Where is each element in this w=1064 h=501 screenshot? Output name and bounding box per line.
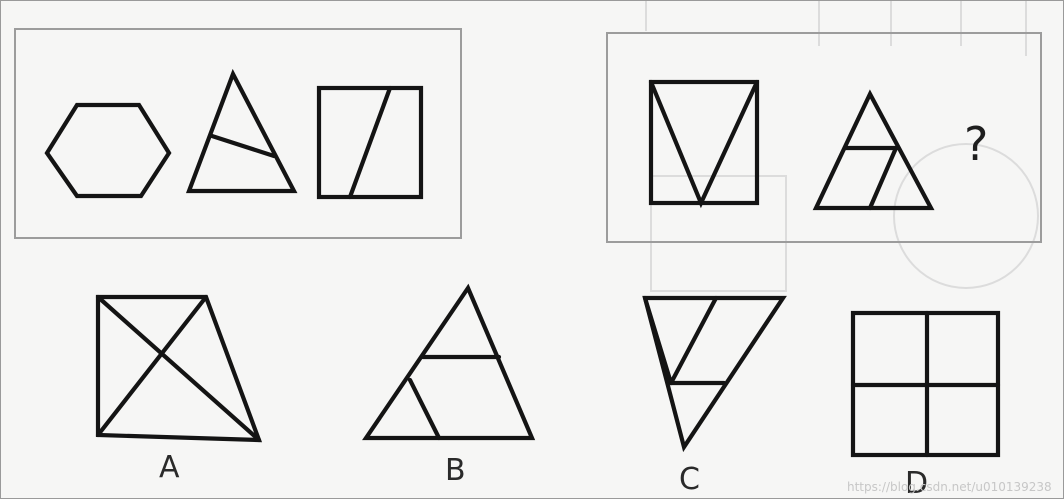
rectangle-one-line-shape	[316, 85, 424, 200]
option-c-label[interactable]: C	[679, 462, 700, 497]
question-mark: ?	[964, 117, 989, 171]
option-d-shape[interactable]	[850, 310, 1001, 458]
given-sequence-frame-left	[14, 28, 462, 239]
hexagon-shape	[44, 102, 172, 199]
watermark-text: https://blog.csdn.net/u010139238	[847, 480, 1052, 494]
triangle-divided-shape	[812, 89, 935, 211]
option-b-label[interactable]: B	[445, 453, 466, 488]
option-d-label[interactable]: D	[905, 466, 929, 501]
option-c-shape[interactable]	[642, 295, 787, 453]
bleed-through-marks	[645, 1, 1039, 292]
given-sequence-frame-right	[606, 32, 1042, 243]
option-a-shape[interactable]	[95, 294, 263, 443]
rectangle-v-shape	[648, 79, 760, 209]
option-b-shape[interactable]	[362, 283, 536, 441]
triangle-one-line-shape	[185, 68, 298, 194]
option-a-label[interactable]: A	[159, 450, 180, 485]
